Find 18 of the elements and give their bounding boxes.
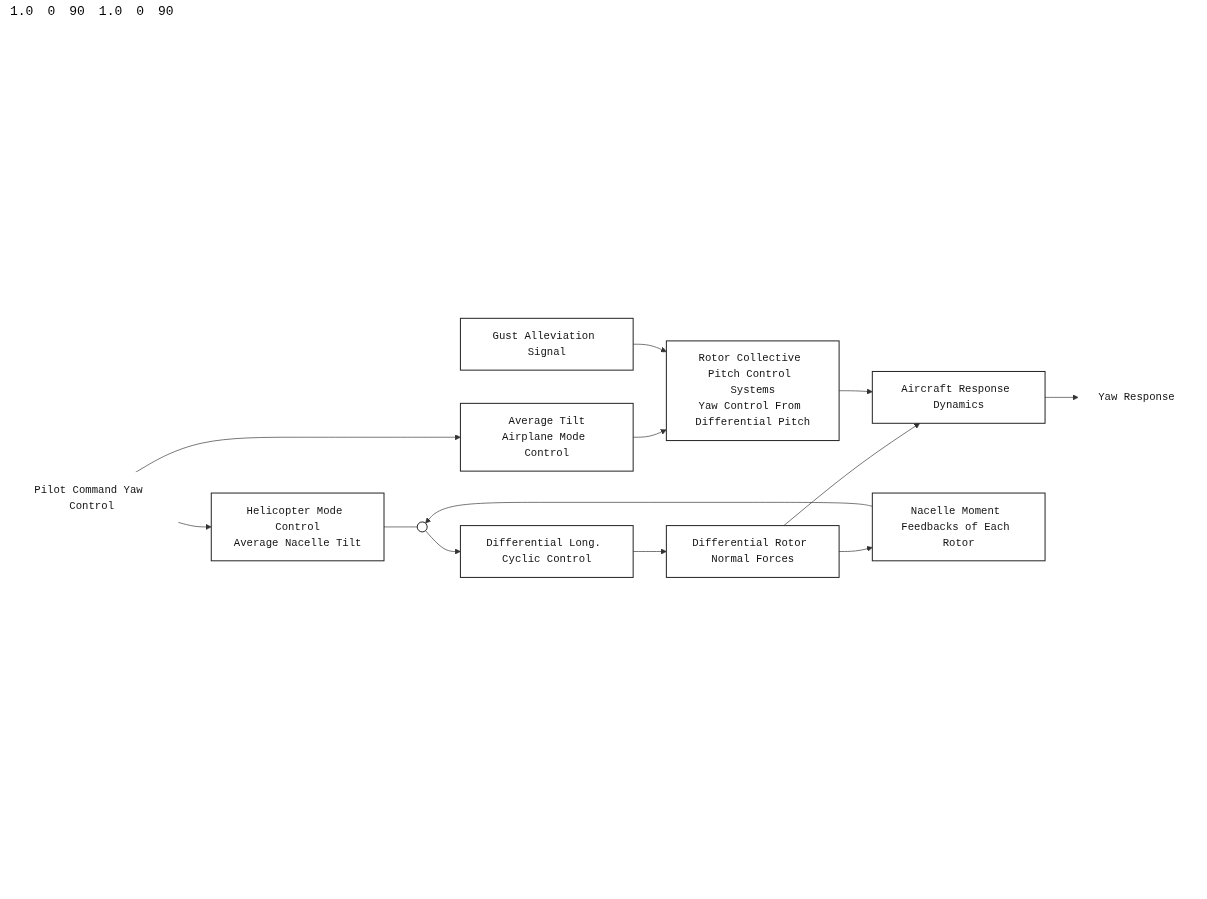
axis-tick-label: 0 (47, 4, 56, 19)
node-box: Aircraft Response Dynamics (871, 371, 1046, 424)
node-text: Yaw Response (1098, 391, 1175, 404)
node-box: Helicopter Mode Control Average Nacelle Tilt (210, 492, 385, 562)
node-box: Gust Alleviation Signal (459, 317, 634, 371)
axis-tick-label: 0 (136, 4, 145, 19)
axis-tick-label: 1.0 (10, 4, 34, 19)
connector (383, 526, 418, 528)
node-box: Nacelle Moment Feedbacks of Each Rotor (871, 492, 1046, 562)
node-box: Differential Long. Cyclic Control (459, 525, 634, 579)
node-box: Rotor Collective Pitch Control Systems Yaw Control From Differential Pitch (665, 340, 840, 442)
node-box: Differential Rotor Normal Forces (665, 525, 840, 579)
node-box: Average Tilt Airplane Mode Control (459, 403, 634, 472)
axis-tick-label: 90 (158, 4, 174, 19)
node-circle (416, 521, 428, 533)
axis-tick-label: 90 (69, 4, 85, 19)
node-text: Pilot Command Yaw Control (34, 484, 143, 513)
axis-tick-label: 1.0 (98, 4, 123, 19)
